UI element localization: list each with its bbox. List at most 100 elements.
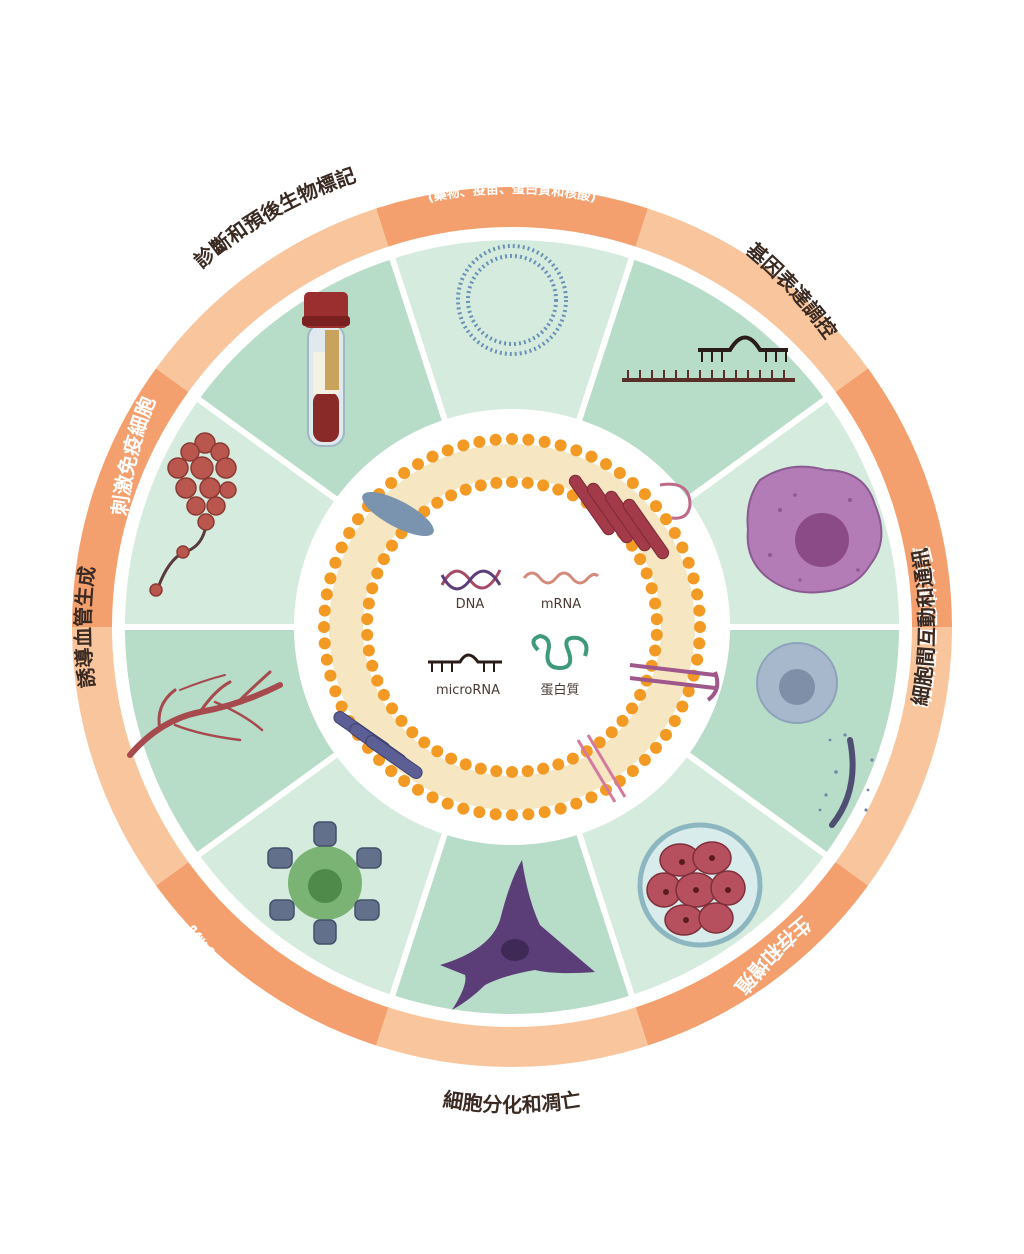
lipid-head-outer <box>570 444 583 457</box>
segment-label-differentiation: 細胞分化和凋亡 <box>442 1087 583 1117</box>
lipid-head-outer <box>385 765 398 778</box>
lipid-head-outer <box>693 637 706 650</box>
legend-protein-label: 蛋白質 <box>540 682 579 698</box>
lipid-head-outer <box>441 797 454 810</box>
lipid-head-inner <box>377 688 390 701</box>
lipid-head-outer <box>329 556 342 569</box>
lipid-head-inner <box>445 489 458 502</box>
lipid-head-inner <box>431 496 444 509</box>
lipid-head-outer <box>626 765 639 778</box>
cell-cluster-icon <box>149 432 237 597</box>
lipid-head-outer <box>676 541 689 554</box>
lipid-head-inner <box>626 702 639 715</box>
lipid-head-outer <box>693 604 706 617</box>
lipid-head-inner <box>506 766 518 778</box>
lipid-head-inner <box>616 714 629 727</box>
lipid-head-inner <box>395 714 408 727</box>
ring-segment <box>635 208 868 392</box>
lipid-head-outer <box>398 775 411 788</box>
immune-cell-icon <box>267 821 382 945</box>
lipid-head-outer <box>398 466 411 479</box>
lipid-head-inner <box>371 567 384 580</box>
lipid-head-inner <box>634 688 647 701</box>
lipid-head-inner <box>377 553 390 566</box>
lipid-head-outer <box>650 500 663 513</box>
lipid-head-inner <box>537 479 550 492</box>
lipid-head-inner <box>645 582 658 595</box>
lipid-head-inner <box>649 644 662 657</box>
lipid-head-inner <box>418 736 431 749</box>
ring-segment <box>156 862 389 1046</box>
cell-signalling-icon <box>756 642 874 828</box>
lipid-head-inner <box>459 758 472 771</box>
lipid-head-outer <box>650 741 663 754</box>
ring-segment <box>156 208 389 392</box>
lipid-head-outer <box>318 637 331 650</box>
lipid-head-inner <box>361 613 374 626</box>
blood-vessel-icon <box>127 670 283 758</box>
lipid-head-inner <box>362 597 375 610</box>
lipid-head-outer <box>554 439 567 452</box>
lipid-head-inner <box>385 539 398 552</box>
lipid-head-outer <box>324 572 337 585</box>
mrna-icon <box>522 571 600 585</box>
lipid-head-inner <box>445 752 458 765</box>
lipid-head-inner <box>521 765 534 778</box>
lipid-head-outer <box>335 700 348 713</box>
lipid-head-outer <box>570 797 583 810</box>
segment-label-delivery: 運載工具 <box>467 151 558 179</box>
protein-icon <box>531 633 589 671</box>
lipid-head-outer <box>324 669 337 682</box>
lipid-head-outer <box>522 433 535 446</box>
lipid-head-inner <box>605 726 618 739</box>
lipid-head-outer <box>691 653 704 666</box>
blood-tube-icon <box>302 292 350 447</box>
lipid-head-outer <box>329 685 342 698</box>
lipid-head-outer <box>626 476 639 489</box>
legend-dna-label: DNA <box>456 597 485 612</box>
lipid-head-inner <box>490 765 503 778</box>
lipid-head-inner <box>371 674 384 687</box>
lipid-head-inner <box>361 628 374 641</box>
lipid-head-inner <box>593 736 606 749</box>
legend-mrna-label: mRNA <box>541 597 581 612</box>
lipid-head-outer <box>426 791 439 804</box>
lipid-head-outer <box>660 513 673 526</box>
lipid-head-outer <box>682 556 695 569</box>
lipid-head-inner <box>506 476 518 488</box>
lipid-head-inner <box>537 762 550 775</box>
lipid-head-outer <box>335 541 348 554</box>
lipid-head-inner <box>406 726 419 739</box>
lipid-head-outer <box>638 488 651 501</box>
lipid-head-outer <box>489 433 502 446</box>
lipid-head-outer <box>441 444 454 457</box>
ring-segment <box>635 862 868 1046</box>
differentiated-cell-icon <box>440 860 595 1010</box>
lipid-head-inner <box>431 745 444 758</box>
microrna-icon <box>428 653 502 672</box>
lipid-head-outer <box>318 621 330 633</box>
center-legend: DNA mRNA microRNA 蛋白質 <box>428 569 600 698</box>
lipid-head-outer <box>489 808 502 821</box>
lipid-head-inner <box>366 582 379 595</box>
lipid-head-outer <box>687 572 700 585</box>
lipid-head-inner <box>521 476 534 489</box>
lipid-head-outer <box>318 604 331 617</box>
lipid-head-outer <box>457 802 470 815</box>
lipid-head-outer <box>473 435 486 448</box>
lipid-head-outer <box>320 653 333 666</box>
lipid-bilayer <box>318 433 706 821</box>
lipid-head-outer <box>668 527 681 539</box>
lipid-head-outer <box>660 728 673 741</box>
lipid-head-outer <box>585 791 598 804</box>
lipid-head-outer <box>506 433 518 445</box>
lipid-head-outer <box>694 621 706 633</box>
lipid-head-inner <box>362 644 375 657</box>
microrna-binding-icon <box>622 335 795 382</box>
lipid-head-outer <box>538 806 551 819</box>
lipid-head-outer <box>538 435 551 448</box>
lipid-head-outer <box>613 466 626 479</box>
lipid-head-inner <box>552 758 565 771</box>
ring-segment <box>72 368 189 627</box>
